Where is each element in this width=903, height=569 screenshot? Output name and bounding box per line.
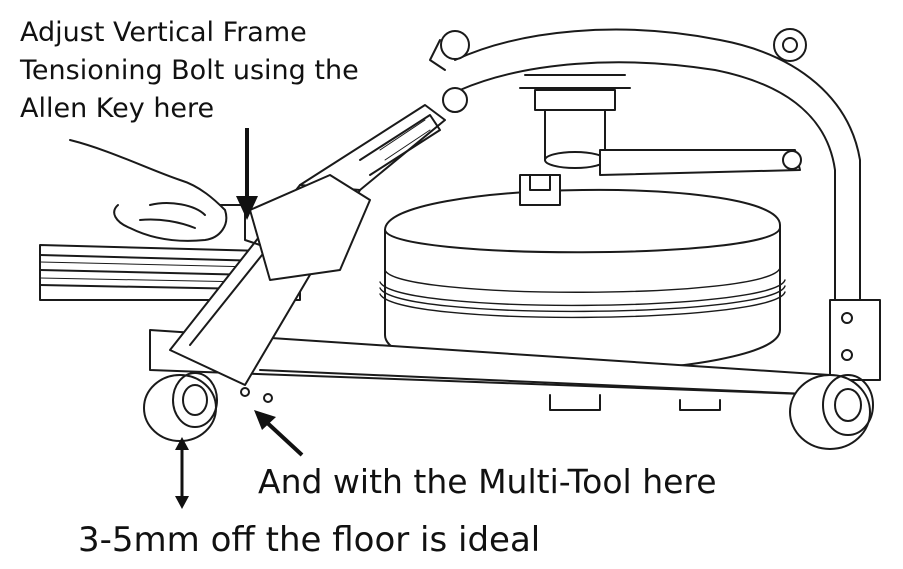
annotation-arrows	[175, 128, 304, 509]
allen-key-arrow	[236, 128, 258, 220]
vertical-frame	[169, 104, 446, 386]
allen-key-callout-line-2: Tensioning Bolt using the	[20, 55, 359, 86]
rear-frame	[454, 28, 881, 381]
front-wheel	[143, 372, 218, 442]
allen-key-callout-line-3: Allen Key here	[20, 93, 215, 124]
allen-key-callout: Adjust Vertical Frame Tensioning Bolt us…	[20, 14, 359, 128]
multi-tool-callout: And with the Multi-Tool here	[258, 462, 717, 501]
water-tank	[379, 174, 786, 374]
spindle	[519, 74, 631, 169]
floor-gap-arrow	[175, 437, 189, 509]
multi-tool-arrow	[254, 410, 304, 457]
rear-wheel	[789, 374, 874, 450]
allen-key-callout-line-1: Adjust Vertical Frame	[20, 17, 307, 48]
top-roller	[429, 28, 807, 113]
floor-gap-callout: 3-5mm off the floor is ideal	[78, 520, 541, 560]
hand-allen-key	[69, 139, 261, 246]
